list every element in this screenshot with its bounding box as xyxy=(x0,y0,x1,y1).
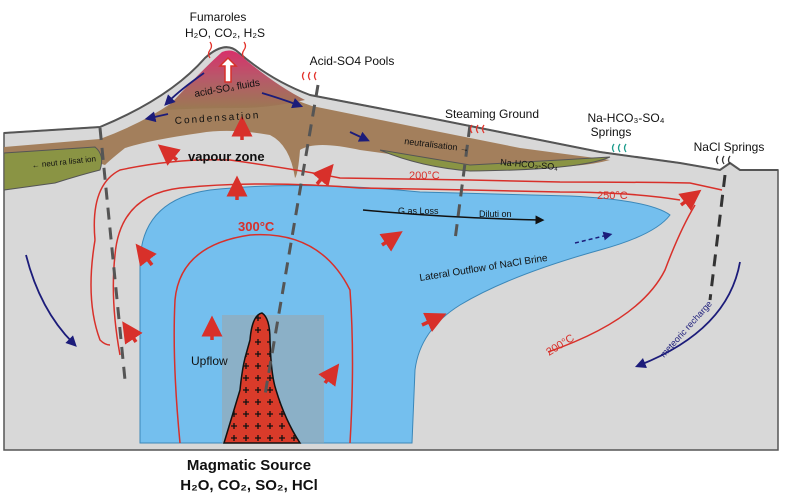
nacl-springs-label: NaCl Springs xyxy=(694,140,765,154)
acid-so4-pools-label: Acid-SO4 Pools xyxy=(310,54,395,68)
fumaroles-label: Fumaroles xyxy=(190,10,247,24)
outflow-arrow xyxy=(574,231,613,244)
steam-wisp-icon xyxy=(207,41,485,134)
na-hco3-so4-springs-label: Na-HCO₃-SO₄ xyxy=(587,111,664,125)
isotherm-outer-left xyxy=(90,239,111,346)
fumarole-gases-label: H₂O, CO₂, H₂S xyxy=(185,26,265,40)
steaming-ground-label: Steaming Ground xyxy=(445,107,539,121)
isotherm-200-right xyxy=(547,204,696,353)
springs-label: Springs xyxy=(591,125,632,139)
upflow-label: Upflow xyxy=(191,354,228,368)
dilution-label: Diluti on xyxy=(479,209,512,219)
vapour-zone-label: vapour zone xyxy=(188,149,265,164)
fault-line-icon xyxy=(98,127,127,381)
isotherm-250-label: 250°C xyxy=(597,190,628,202)
upper-condensate-zone xyxy=(4,61,610,185)
flow-arrow-icon xyxy=(122,115,702,387)
right-na-hco3-so4-layer xyxy=(379,149,611,172)
isotherm-200-upper-label: 200°C xyxy=(409,170,440,182)
isotherm-300 xyxy=(173,233,354,444)
steam-wisp-icon xyxy=(715,155,731,165)
surface-line xyxy=(3,46,778,172)
left-neutralisation-layer xyxy=(3,146,103,191)
magmatic-source-title: Magmatic Source xyxy=(187,457,311,474)
isotherm-200-upper xyxy=(93,158,723,241)
flow-arrow-icon xyxy=(25,72,741,369)
fault-line-icon xyxy=(263,84,320,396)
gas-loss-label: G as Loss xyxy=(398,206,439,216)
isotherm-300-label: 300°C xyxy=(238,219,275,234)
fumarole-vent-arrow xyxy=(218,56,238,83)
magmatic-source-gases: H₂O, CO₂, SO₂, HCl xyxy=(180,477,318,494)
steam-wisp-icon xyxy=(611,143,627,153)
dilution-arrow xyxy=(362,209,545,225)
magma-intrusion xyxy=(222,312,302,444)
fault-line-icon xyxy=(708,174,727,301)
